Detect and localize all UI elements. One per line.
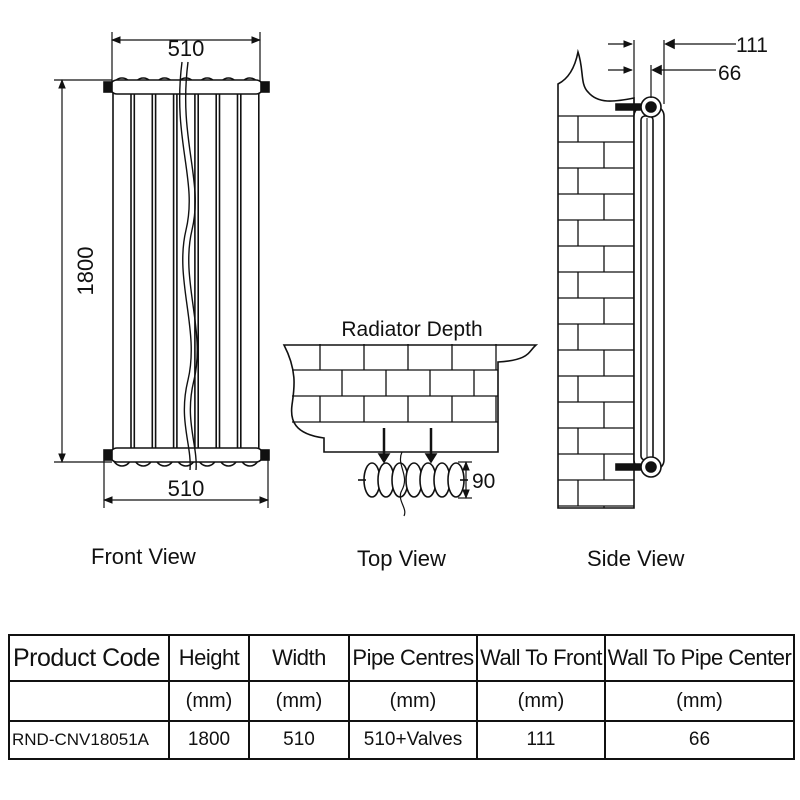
radiator-column	[240, 77, 260, 467]
unit-product-code	[8, 680, 170, 722]
side-radiator-body	[633, 105, 665, 471]
side-top-pipe-inner	[645, 101, 657, 113]
side-top-bracket	[615, 103, 641, 111]
top-view-brick-pattern	[292, 344, 498, 423]
front-width-top-label: 510	[168, 36, 205, 61]
header-pipe-centres: Pipe Centres	[348, 634, 478, 682]
top-view-columns	[358, 462, 468, 498]
top-left-cap	[103, 81, 113, 93]
wavy-rod-b	[185, 61, 198, 471]
side-view-wall	[557, 48, 635, 509]
cell-wall-to-front: 111	[476, 720, 606, 760]
side-view-drawing	[557, 38, 736, 509]
front-view-label: Front View	[91, 544, 196, 569]
front-view-drawing	[54, 32, 270, 508]
wavy-rod-a	[179, 61, 192, 471]
cell-width: 510	[248, 720, 350, 760]
table-header-row: Product Code Height Width Pipe Centres W…	[8, 634, 795, 682]
table-units-row: (mm) (mm) (mm) (mm) (mm)	[8, 680, 795, 722]
side-bottom-pipe-inner	[645, 461, 657, 473]
front-width-bottom-label: 510	[168, 476, 205, 501]
top-pipe-left-tip	[377, 453, 391, 464]
header-height: Height	[168, 634, 250, 682]
header-width: Width	[248, 634, 350, 682]
side-pipe-dim-arrow-right	[651, 64, 662, 76]
table-row: RND-CNV18051A 1800 510 510+Valves 111 66	[8, 720, 795, 760]
unit-pipe-centres: (mm)	[348, 680, 478, 722]
front-height-label: 1800	[73, 247, 98, 296]
radiator-columns	[112, 77, 260, 467]
cell-wall-to-pipe-center: 66	[604, 720, 795, 760]
top-view-wall	[282, 344, 539, 453]
spec-table: Product Code Height Width Pipe Centres W…	[8, 634, 795, 760]
header-product-code: Product Code	[8, 634, 170, 682]
side-wall-to-pipe-label: 66	[718, 62, 741, 85]
bottom-left-cap	[103, 449, 113, 461]
unit-wall-to-front: (mm)	[476, 680, 606, 722]
header-wall-to-pipe-center: Wall To Pipe Center	[604, 634, 795, 682]
unit-width: (mm)	[248, 680, 350, 722]
radiator-depth-title: Radiator Depth	[341, 318, 482, 341]
radiator-column	[218, 77, 239, 467]
cell-pipe-centres: 510+Valves	[348, 720, 478, 760]
unit-height: (mm)	[168, 680, 250, 722]
technical-drawing: 510 510 1800 Radiator Depth 90	[54, 32, 768, 517]
top-view-label: Top View	[357, 546, 446, 571]
top-depth-label: 90	[472, 470, 495, 493]
header-wall-to-front: Wall To Front	[476, 634, 606, 682]
radiator-column	[154, 77, 175, 467]
side-front-dim-arrow-right	[664, 38, 675, 50]
top-view-drawing	[282, 344, 539, 517]
radiator-column	[197, 77, 217, 467]
cell-product-code: RND-CNV18051A	[8, 720, 170, 760]
top-right-cap	[260, 81, 270, 93]
cell-height: 1800	[168, 720, 250, 760]
radiator-column	[133, 77, 154, 467]
top-wavy-rod	[399, 451, 406, 517]
bottom-manifold	[109, 447, 264, 463]
radiator-column	[176, 77, 196, 467]
bottom-right-cap	[260, 449, 270, 461]
side-wall-to-front-label: 111	[736, 34, 768, 57]
side-bottom-bracket	[615, 463, 641, 471]
top-pipe-right-tip	[424, 453, 438, 464]
unit-wall-to-pipe-center: (mm)	[604, 680, 795, 722]
radiator-column	[112, 77, 132, 467]
side-view-brick-pattern	[558, 115, 634, 508]
side-view-label: Side View	[587, 546, 685, 571]
